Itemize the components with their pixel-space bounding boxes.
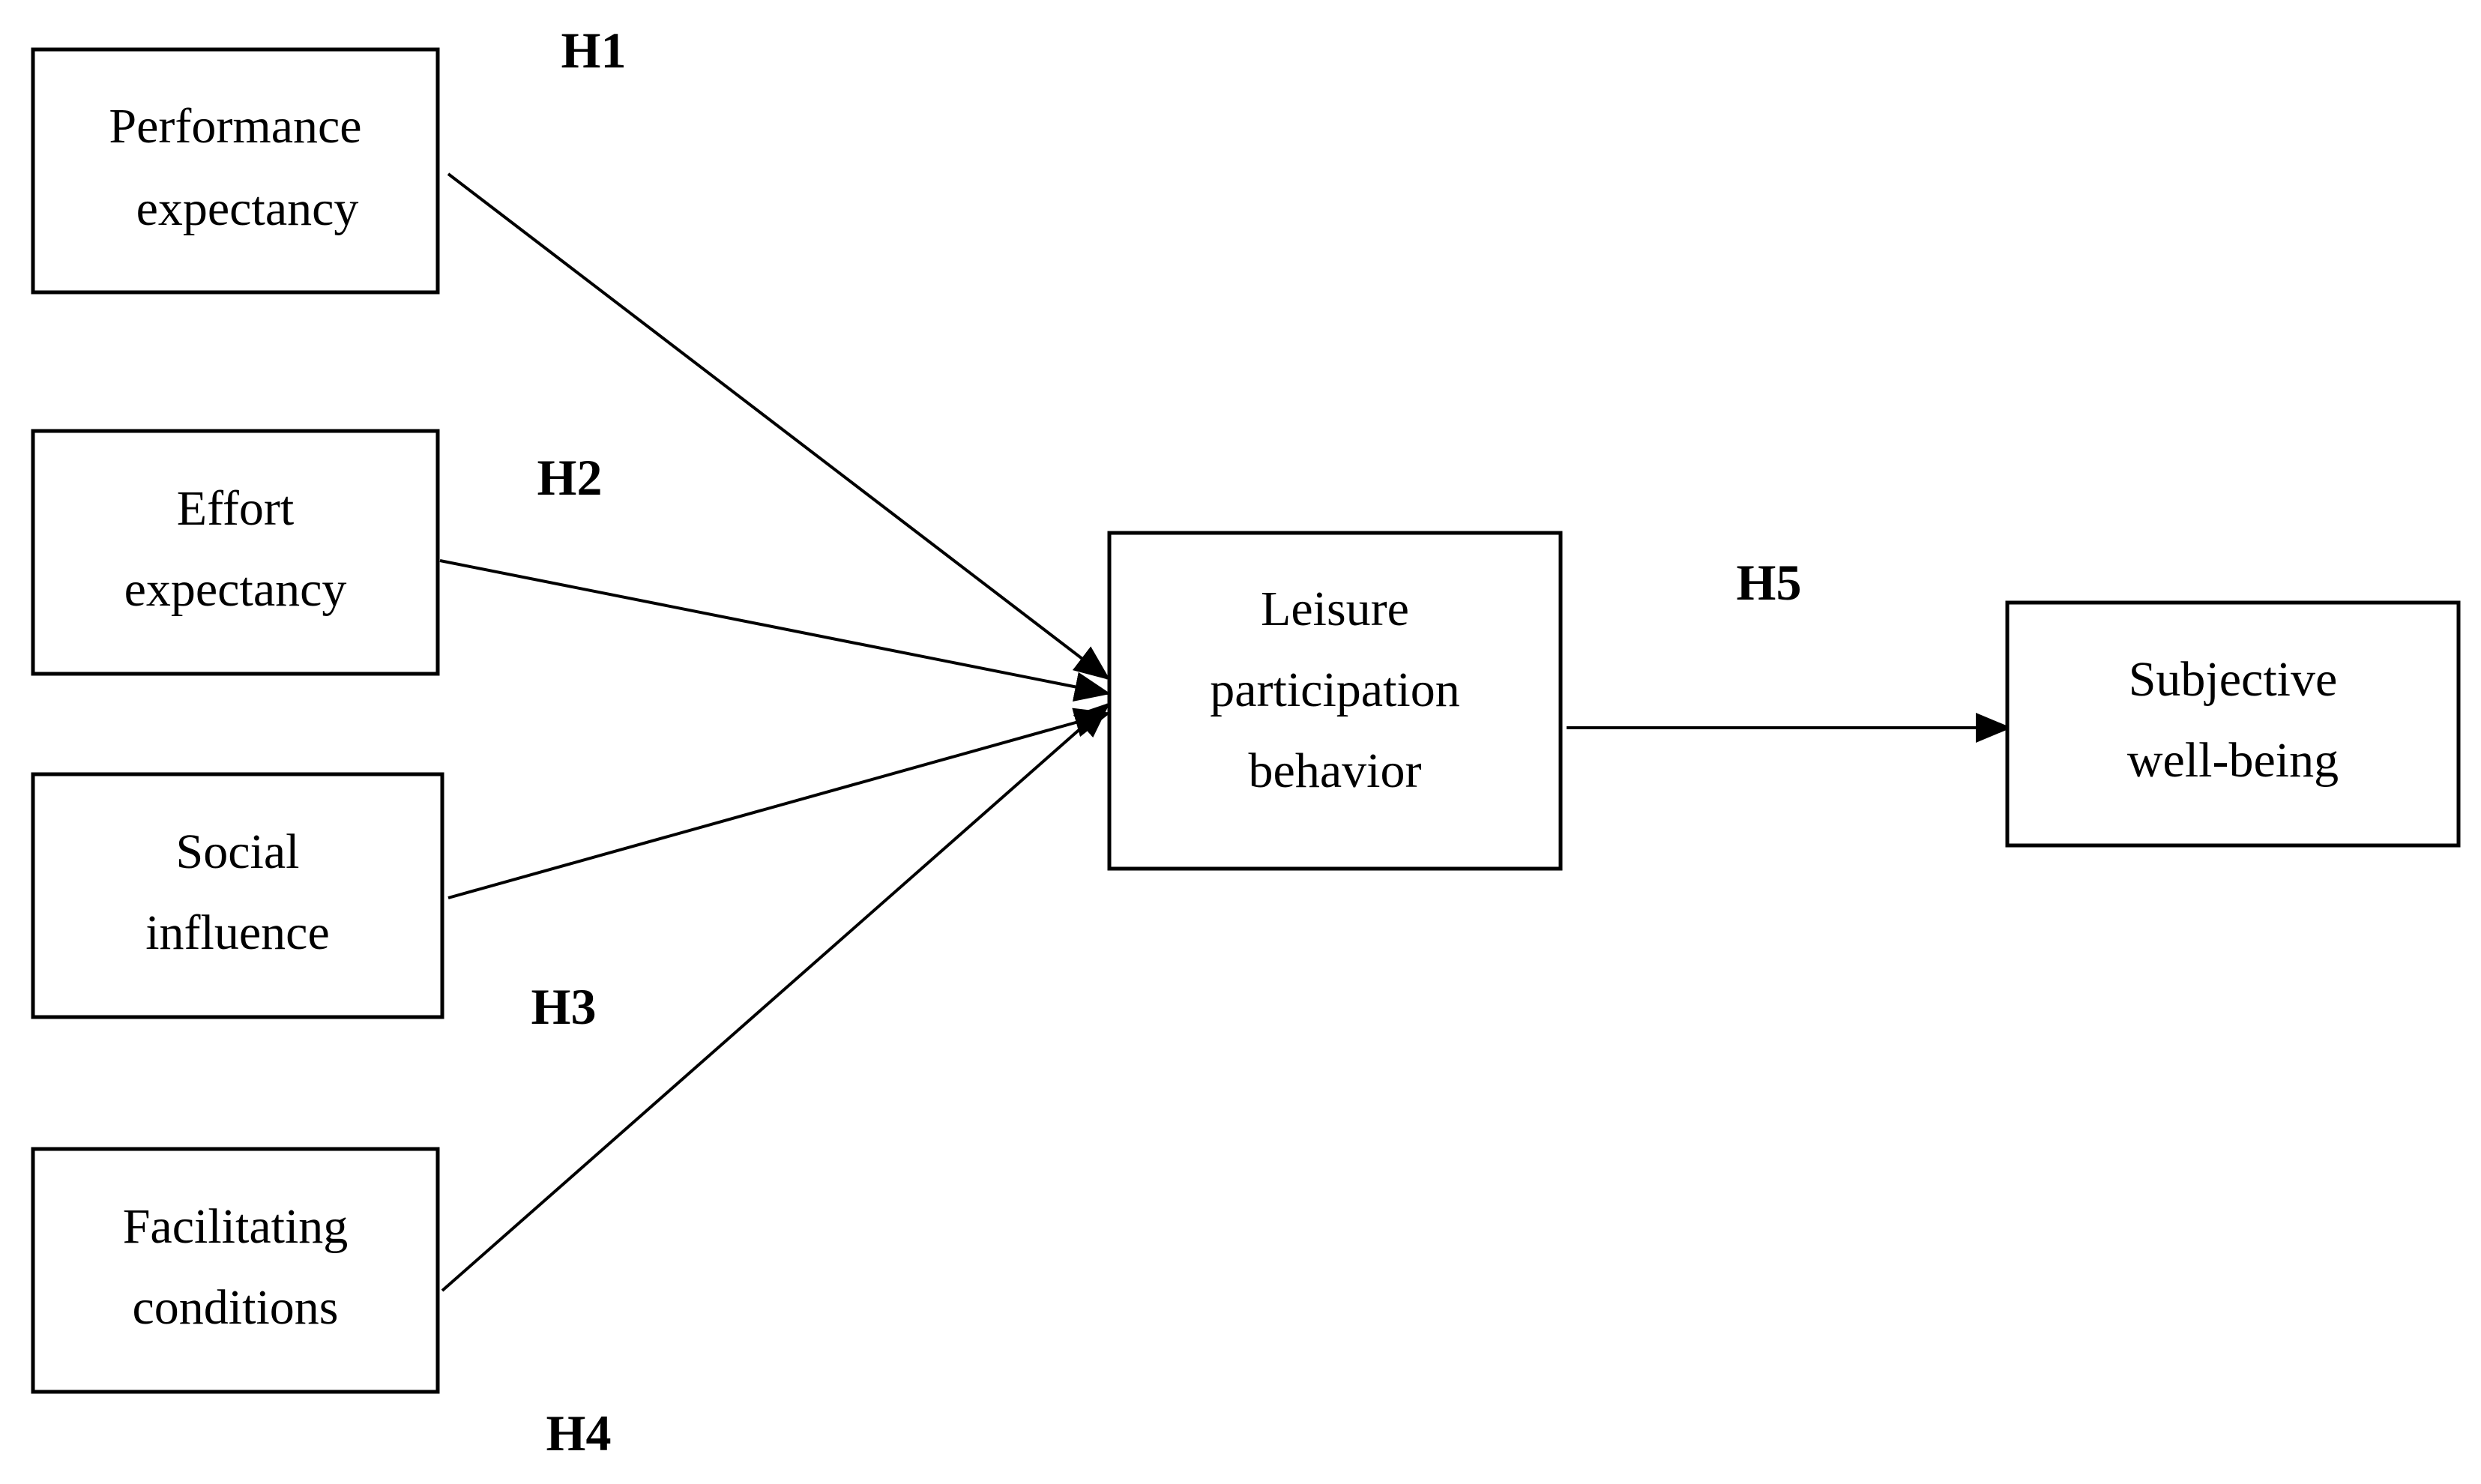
box-subjective-wellbeing-line1: Subjective [2129,652,2338,707]
edge-social-to-leisure [447,708,1111,899]
box-facilitating-conditions: Facilitating conditions [31,1147,440,1394]
box-subjective-wellbeing-line2: well-being [2127,733,2339,788]
box-performance-expectancy: Performance expectancy [31,47,440,295]
hypothesis-label-h1: H1 [561,22,627,79]
hypothesis-label-h5: H5 [1737,554,1802,611]
edge-performance-to-leisure [447,172,1111,681]
edge-facilitating-to-leisure [441,702,1111,1292]
box-subjective-wellbeing: Subjective well-being [2005,600,2461,848]
hypothesis-label-h2: H2 [537,449,603,506]
hypothesis-label-h4: H4 [546,1405,612,1462]
box-leisure-participation-line2: participation [1210,663,1460,717]
box-social-influence-line1: Social [176,824,300,879]
edge-effort-to-leisure [439,559,1111,702]
box-facilitating-conditions-line2: conditions [133,1280,339,1335]
box-facilitating-conditions-line1: Facilitating [123,1199,349,1254]
box-effort-expectancy-line2: expectancy [124,562,347,617]
box-social-influence-line2: influence [145,905,330,960]
box-performance-expectancy-line1: Performance [109,99,361,154]
box-performance-expectancy-line2: expectancy [136,181,359,236]
box-social-influence: Social influence [31,772,444,1019]
box-effort-expectancy-line1: Effort [177,481,294,536]
box-leisure-participation-line1: Leisure [1261,582,1409,636]
box-effort-expectancy: Effort expectancy [31,429,440,676]
box-leisure-participation-behavior: Leisure participation behavior [1107,531,1563,871]
hypothesis-label-h3: H3 [531,978,597,1035]
box-leisure-participation-line3: behavior [1249,743,1422,798]
